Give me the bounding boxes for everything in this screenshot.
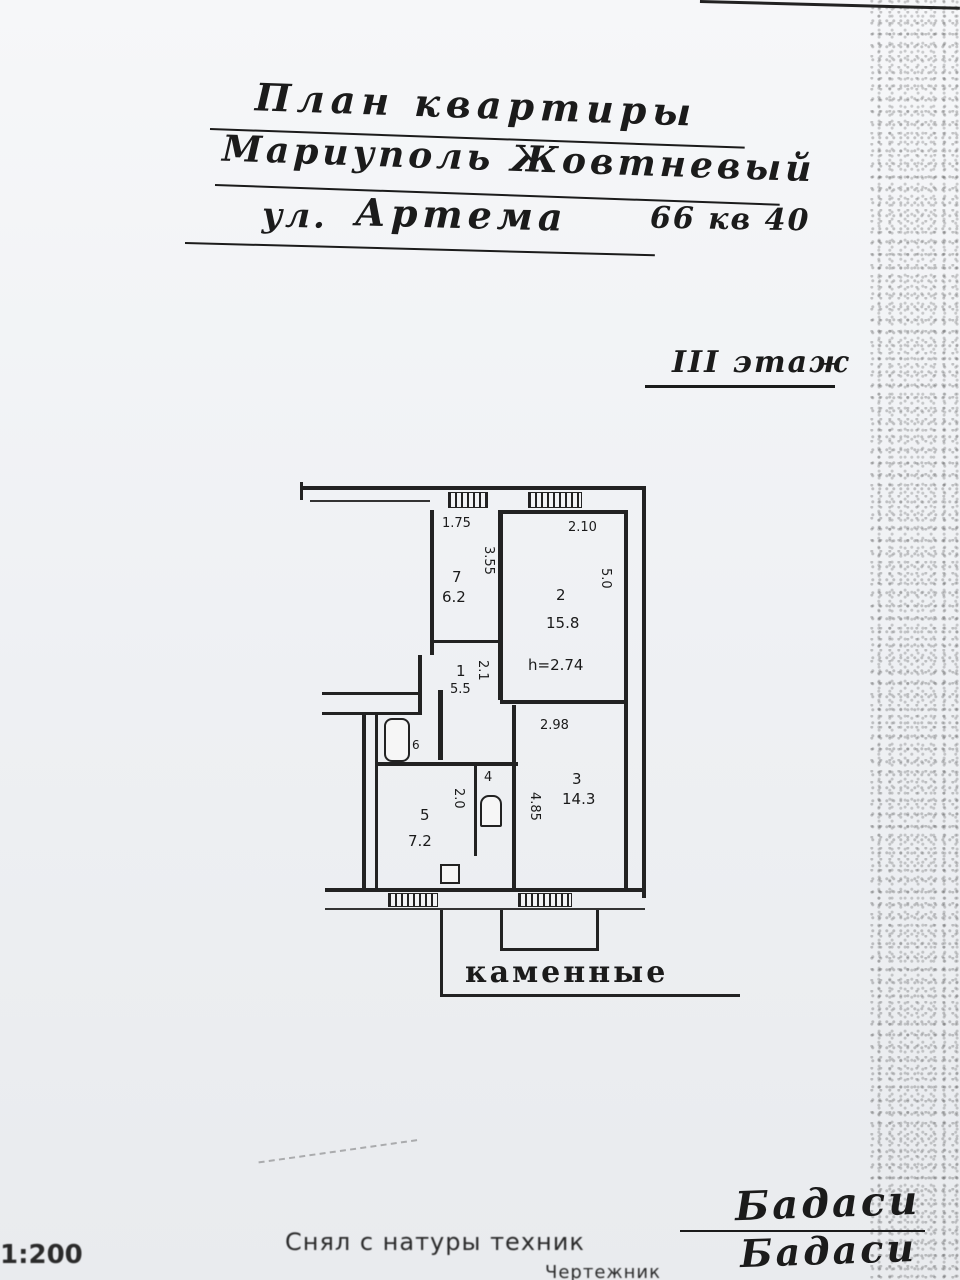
wall-material-label: каменные xyxy=(465,955,669,990)
dim-hall-height: 2.1 xyxy=(475,660,490,681)
copy-noise xyxy=(870,0,960,1280)
wall-left-inner-lower xyxy=(375,715,378,890)
window-room7 xyxy=(448,492,488,508)
wall-bottom-outer-2 xyxy=(325,908,645,910)
wall-room3-left xyxy=(512,705,516,890)
bracket-bottom xyxy=(440,994,740,997)
dim-room3-height: 4.85 xyxy=(527,792,542,821)
signature-line-1 xyxy=(680,1230,925,1232)
dim-room2-height: 5.0 xyxy=(598,568,613,589)
floor-label: III этаж xyxy=(672,345,851,380)
room-6-number: 6 xyxy=(412,738,420,752)
dim-room3-width: 2.98 xyxy=(540,718,569,733)
dim-ceiling-height: h=2.74 xyxy=(528,656,584,674)
wall-top-outer xyxy=(300,486,645,490)
balcony-left xyxy=(500,910,503,950)
bracket-left xyxy=(440,910,443,995)
wall-left-outer-lower xyxy=(362,712,366,892)
wall-hall-left xyxy=(418,655,422,715)
wall-entrance-bottom xyxy=(322,712,422,715)
room-1-number: 1 xyxy=(456,662,466,680)
wall-room2-bottom xyxy=(500,700,625,704)
wall-top-inner-right xyxy=(500,510,625,514)
room-7-number: 7 xyxy=(452,568,462,586)
wall-room7-right xyxy=(498,510,503,700)
room-5-area: 7.2 xyxy=(408,832,432,850)
balcony-right xyxy=(596,910,599,950)
room-3-number: 3 xyxy=(572,770,582,788)
dim-room2-width: 2.10 xyxy=(568,520,597,535)
room-2-area: 15.8 xyxy=(546,614,580,632)
scale-label: 1:200 xyxy=(0,1240,83,1270)
wall-room7-left xyxy=(430,510,434,655)
dim-room7-height: 3.55 xyxy=(481,546,496,575)
wall-bath-bottom xyxy=(378,762,518,766)
room-3-area: 14.3 xyxy=(562,790,596,808)
wall-top-inner-left xyxy=(310,500,430,502)
toilet-icon xyxy=(480,795,502,827)
wall-room7-bottom xyxy=(430,640,500,643)
room-5-number: 5 xyxy=(420,806,430,824)
wall-entrance-top xyxy=(322,692,422,695)
dim-room7-width: 1.75 xyxy=(442,516,471,531)
wall-top-end xyxy=(300,482,303,500)
surveyed-by-label: Снял с натуры техник xyxy=(285,1228,585,1256)
wall-wc-left xyxy=(474,766,477,856)
room-2-number: 2 xyxy=(556,586,566,604)
floor-underline xyxy=(645,385,835,388)
window-room2 xyxy=(528,492,582,508)
window-room5 xyxy=(388,893,438,907)
wall-bottom-outer xyxy=(325,888,645,892)
wall-hall-inner xyxy=(438,690,443,760)
dim-room5-height: 2.0 xyxy=(451,788,466,809)
room-4-number: 4 xyxy=(484,770,493,785)
draftsman-label: Чертежник xyxy=(545,1262,661,1280)
room-7-area: 6.2 xyxy=(442,588,466,606)
bathtub-icon xyxy=(384,718,410,762)
stove-icon xyxy=(440,864,460,884)
balcony-bottom xyxy=(500,948,599,951)
signature-2: Бадаси xyxy=(739,1224,918,1277)
wall-right-inner xyxy=(624,510,628,890)
wall-right-outer xyxy=(642,486,646,898)
room-1-area: 5.5 xyxy=(450,682,471,697)
window-room3 xyxy=(518,893,572,907)
signature-1: Бадаси xyxy=(734,1176,922,1231)
